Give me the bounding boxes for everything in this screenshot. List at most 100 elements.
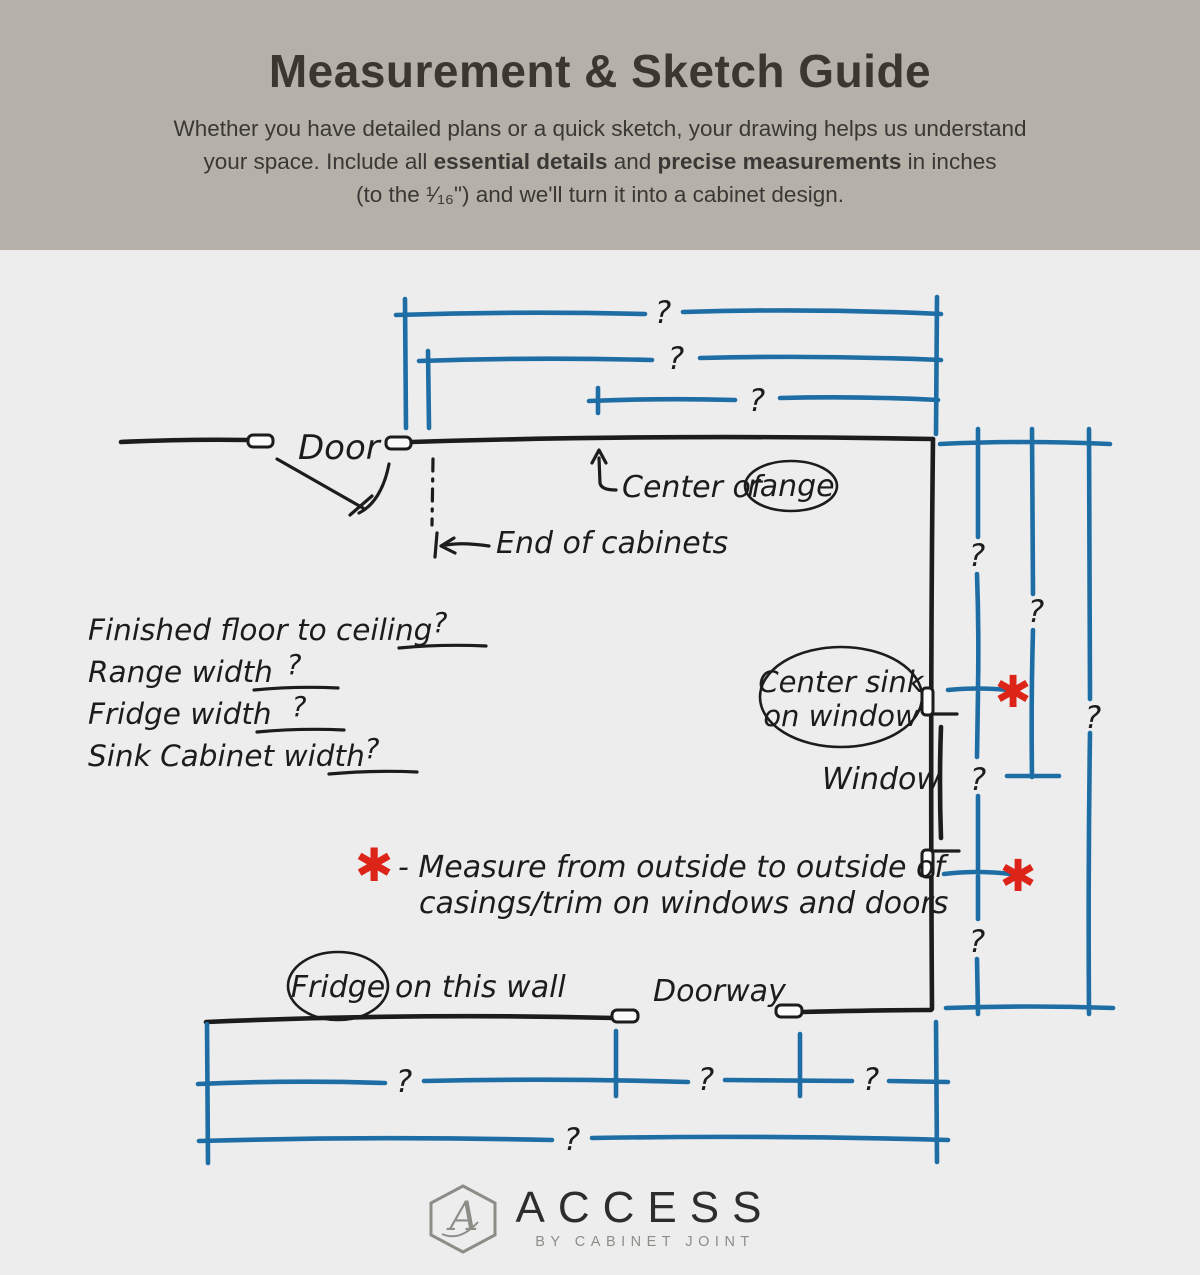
dim-tick — [933, 294, 940, 437]
dim-question: ? — [564, 1122, 580, 1158]
dim-question: ? — [655, 295, 671, 331]
field-blank-floor-to-ceiling — [397, 643, 488, 650]
field-blank-sink-cabinet-width — [327, 769, 419, 776]
dim-line — [697, 354, 944, 363]
brand-name: ACCESS — [515, 1183, 775, 1232]
subtitle-line2c: and — [607, 149, 658, 174]
field-value-fridge-width: ? — [292, 690, 307, 723]
dim-line — [1029, 426, 1036, 597]
window-pane-line — [937, 724, 944, 841]
subtitle-line3: (to the ¹⁄₁₆") and we'll turn it into a … — [356, 182, 844, 207]
measurement-checklist: Finished floor to ceiling ? Range width … — [88, 606, 488, 776]
dim-question: ? — [698, 1062, 714, 1098]
dim-question: ? — [863, 1062, 879, 1098]
subtitle-line2a: your space. Include all — [203, 149, 434, 174]
door-swing-arc — [357, 462, 391, 515]
door-jamb-right — [384, 435, 413, 451]
page-title-text: Measurement & Sketch Guide — [268, 45, 932, 97]
range-circle — [743, 459, 839, 513]
end-of-cabinets-label: End of cabinets — [496, 526, 728, 561]
doorway-jamb-left — [610, 1008, 640, 1024]
asterisk-note: ✱ - Measure from outside to outside of c… — [355, 838, 950, 921]
dim-line — [195, 1079, 388, 1087]
end-of-cabinets-arrow-tick — [433, 531, 439, 559]
window-label: Window — [822, 762, 941, 797]
dim-line — [421, 1077, 691, 1085]
asterisk-note-line1: - Measure from outside to outside of — [398, 850, 949, 885]
dim-line — [589, 1134, 951, 1143]
dim-line — [416, 356, 655, 364]
end-of-cabinets-arrow — [444, 542, 491, 548]
field-value-sink-cabinet-width: ? — [365, 732, 380, 765]
field-label-sink-cabinet-width: Sink Cabinet width — [88, 739, 365, 773]
door-label: Door — [298, 428, 382, 468]
subtitle-line2e: in inches — [901, 149, 997, 174]
fridge-label: Fridge — [291, 970, 385, 1005]
top-wall — [408, 434, 936, 445]
doorway-label: Doorway — [653, 974, 787, 1009]
dim-question: ? — [1028, 594, 1044, 630]
dim-line — [777, 395, 941, 403]
dim-line — [196, 1135, 555, 1144]
window-group: Window Center sink on window — [758, 645, 961, 879]
subtitle-bold-precise: precise measurements — [657, 149, 902, 174]
brand-tagline: BY CABINET JOINT — [535, 1234, 755, 1250]
dim-line — [1086, 426, 1093, 702]
footer-logo: A ACCESS BY CABINET JOINT — [0, 1176, 1200, 1262]
window-casing-bottom — [920, 848, 935, 879]
dim-line — [722, 1077, 855, 1084]
hexagon-outline — [429, 1184, 497, 1254]
top-dimension-lines: ? ? ? — [393, 294, 944, 437]
asterisk-marker-top: ✱ — [995, 667, 1032, 718]
field-label-floor-to-ceiling: Finished floor to ceiling — [88, 613, 432, 647]
dim-question: ? — [969, 924, 985, 960]
access-hexagon-logo: A — [429, 1184, 497, 1254]
subtitle: Whether you have detailed plans or a qui… — [100, 112, 1100, 211]
asterisk-marker-bottom: ✱ — [1000, 851, 1037, 902]
field-blank-range-width — [252, 685, 340, 692]
dim-line — [937, 439, 1113, 447]
dim-question: ? — [396, 1064, 412, 1100]
top-left-wall — [118, 437, 252, 445]
dim-tick — [402, 296, 409, 431]
dim-line — [974, 571, 981, 691]
dim-line — [886, 1078, 951, 1085]
dim-question: ? — [970, 762, 986, 798]
subtitle-line1: Whether you have detailed plans or a qui… — [173, 116, 1027, 141]
right-dimension-lines: ? ? ? ? ? ✱ ✱ — [937, 426, 1116, 1017]
dim-line — [974, 689, 981, 760]
field-label-range-width: Range width — [88, 655, 273, 689]
end-of-cabinets-dashed-line — [430, 457, 435, 527]
dim-tick — [941, 869, 1014, 877]
center-sink-label-line2: on window — [763, 699, 919, 733]
door-panel-tip — [348, 494, 374, 517]
dim-question: ? — [969, 538, 985, 574]
asterisk-note-line2: casings/trim on windows and doors — [419, 886, 948, 921]
door-jamb-left — [246, 433, 275, 449]
range-label: range — [747, 469, 834, 504]
dim-line — [1086, 730, 1093, 1017]
dim-question: ? — [668, 341, 684, 377]
window-casing-top — [920, 686, 935, 717]
dim-line — [943, 1004, 1116, 1011]
right-wall — [928, 436, 936, 1012]
field-blank-fridge-width — [255, 727, 346, 734]
bottom-dimension-lines: ? ? ? ? — [195, 1019, 951, 1166]
logo-swash — [441, 1221, 479, 1238]
center-sink-label-line1: Center sink — [758, 665, 924, 699]
center-of-label: Center of — [622, 470, 766, 505]
page-title: Measurement & Sketch Guide — [0, 0, 1200, 98]
fridge-circle — [286, 950, 390, 1022]
end-of-cabinets-arrowhead — [439, 536, 457, 555]
fridge-rest-label: on this wall — [395, 970, 566, 1005]
field-value-range-width: ? — [287, 648, 302, 681]
door-panel-line — [275, 457, 365, 510]
dim-line — [586, 396, 738, 404]
center-of-range-group: Center of range — [590, 448, 839, 513]
dim-line — [1029, 627, 1036, 780]
brand-text-block: ACCESS BY CABINET JOINT — [515, 1183, 775, 1251]
asterisk-note-marker: ✱ — [355, 838, 394, 892]
header-banner: Measurement & Sketch Guide Whether you h… — [0, 0, 1200, 250]
